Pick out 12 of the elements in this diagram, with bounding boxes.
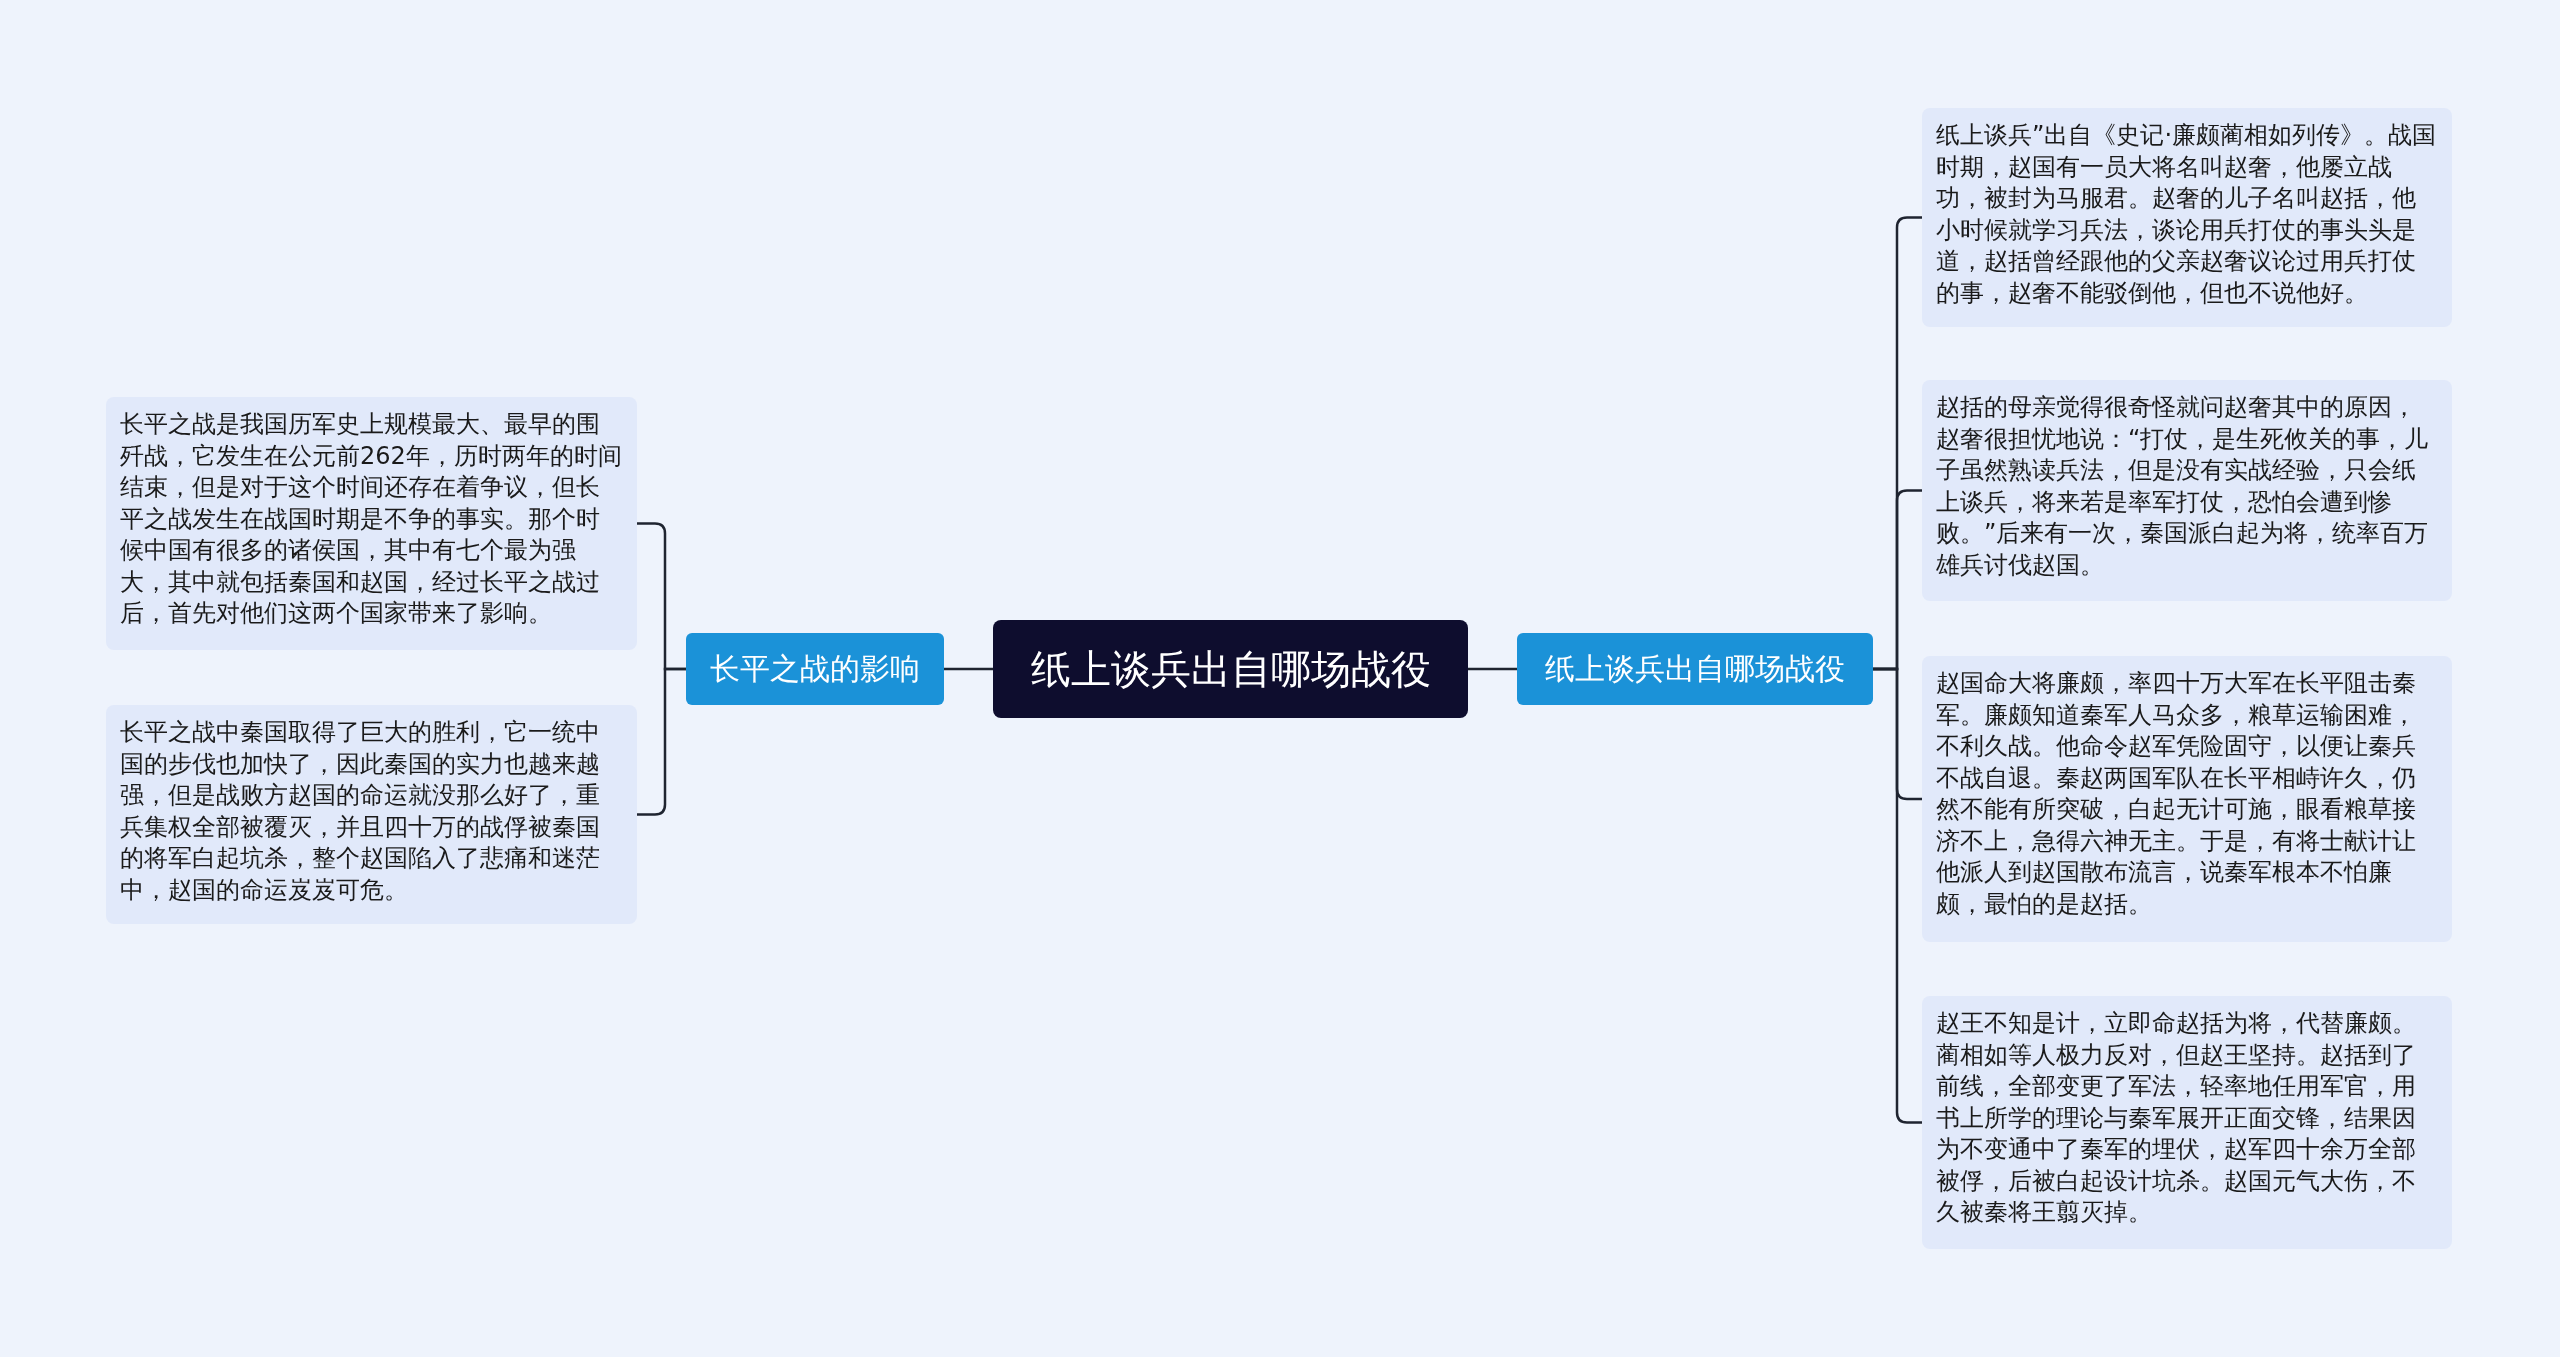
text-card: 赵王不知是计，立即命赵括为将，代替廉颇。蔺相如等人极力反对，但赵王坚持。赵括到了前线，全部变更了军法，轻率地任用军官，用书上所学的理论与秦军展开正面交锋，结果因为不变通中了秦军的埋伏，赵军四十余万全部被俘，后被白起设计坑杀。赵国元气大伤，不久被秦将王翦灭掉。: [1922, 996, 2452, 1249]
text-card: 赵括的母亲觉得很奇怪就问赵奢其中的原因，赵奢很担忧地说：“打仗，是生死攸关的事，儿子虽然熟读兵法，但是没有实战经验，只会纸上谈兵，将来若是率军打仗，恐怕会遭到惨败。”后来有一次，秦国派白起为将，统率百万雄兵讨伐赵国。: [1922, 380, 2452, 601]
connector-line: [1468, 667, 1517, 671]
branch-topic: 长平之战的影响: [686, 633, 944, 705]
text-card: 纸上谈兵”出自《史记·廉颇蔺相如列传》。战国时期，赵国有一员大将名叫赵奢，他屡立战功，被封为马服君。赵奢的儿子名叫赵括，他小时候就学习兵法，谈论用兵打仗的事头头是道，赵括曾经跟他的父亲赵奢议论过用兵打仗的事，赵奢不能驳倒他，但也不说他好。: [1922, 108, 2452, 327]
branch-topic: 纸上谈兵出自哪场战役: [1517, 633, 1873, 705]
text-card: 长平之战中秦国取得了巨大的胜利，它一统中国的步伐也加快了，因此秦国的实力也越来越强，但是战败方赵国的命运就没那么好了，重兵集权全部被覆灭，并且四十万的战俘被秦国的将军白起坑杀，整个赵国陷入了悲痛和迷茫中，赵国的命运岌岌可危。: [106, 705, 637, 924]
central-topic: 纸上谈兵出自哪场战役: [993, 620, 1468, 718]
connector-line: [944, 667, 993, 671]
connector-line: [1873, 667, 1922, 1124]
text-card: 长平之战是我国历军史上规模最大、最早的围歼战，它发生在公元前262年，历时两年的时间结束，但是对于这个时间还存在着争议，但长平之战发生在战国时期是不争的事实。那个时候中国有很多的诸侯国，其中有七个最为强大，其中就包括秦国和赵国，经过长平之战过后，首先对他们这两个国家带来了影响。: [106, 397, 637, 650]
text-card: 赵国命大将廉颇，率四十万大军在长平阻击秦军。廉颇知道秦军人马众多，粮草运输困难，不利久战。他命令赵军凭险固守，以便让秦兵不战自退。秦赵两国军队在长平相峙许久，仍然不能有所突破，白起无计可施，眼看粮草接济不上，急得六神无主。于是，有将士献计让他派人到赵国散布流言，说秦军根本不怕廉颇，最怕的是赵括。: [1922, 656, 2452, 942]
